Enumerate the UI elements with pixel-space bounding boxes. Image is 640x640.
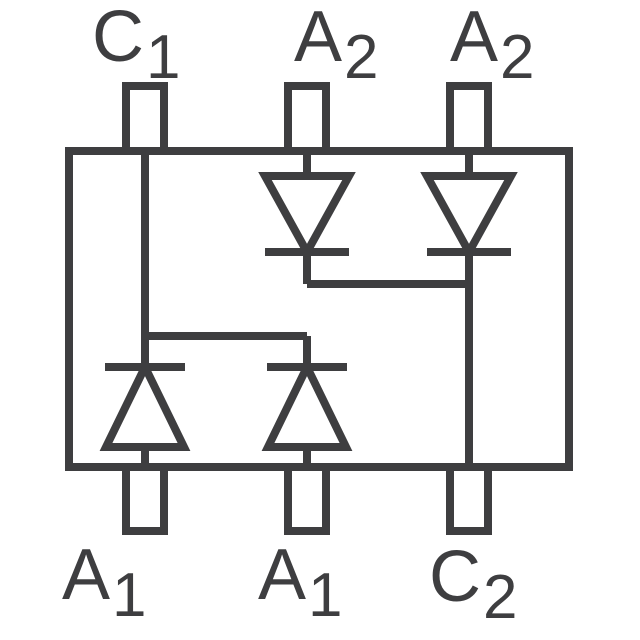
pin-label-a2-right-subscript: 2 bbox=[500, 23, 535, 92]
pin-label-a2-right: A2 bbox=[450, 1, 535, 89]
pin-label-a2-middle: A2 bbox=[294, 1, 379, 89]
pin-label-a1-left: A1 bbox=[62, 539, 147, 627]
pin-label-c2-subscript: 2 bbox=[483, 563, 518, 632]
diode-d3-triangle-icon bbox=[258, 172, 356, 261]
pin-label-a1-middle-letter: A bbox=[258, 535, 307, 615]
diode-d2-triangle-icon bbox=[261, 357, 353, 451]
pin-box-a1-left bbox=[122, 463, 168, 535]
pin-box-a2-middle bbox=[284, 82, 330, 155]
pin-label-a1-middle: A1 bbox=[258, 539, 343, 627]
pin-label-a2-right-letter: A bbox=[450, 0, 499, 77]
pin-box-c1 bbox=[122, 82, 168, 155]
pin-label-a2-middle-subscript: 2 bbox=[344, 23, 379, 92]
pin-label-a1-left-letter: A bbox=[62, 535, 111, 615]
pin-box-c2 bbox=[446, 463, 492, 535]
pin-label-a1-left-subscript: 1 bbox=[112, 561, 147, 630]
pin-label-a2-middle-letter: A bbox=[294, 0, 343, 77]
pin-box-a2-right bbox=[446, 82, 492, 155]
pin-label-c1: C1 bbox=[92, 1, 180, 89]
diode-d4-triangle-icon bbox=[420, 172, 518, 261]
pin-label-c2-letter: C bbox=[429, 537, 481, 617]
pin-label-c1-subscript: 1 bbox=[146, 23, 181, 92]
pin-label-c1-letter: C bbox=[92, 0, 144, 77]
pin-label-a1-middle-subscript: 1 bbox=[308, 561, 343, 630]
diode-d1-triangle-icon bbox=[99, 357, 191, 451]
pin-box-a1-middle bbox=[284, 463, 330, 535]
pin-label-c2: C2 bbox=[429, 541, 517, 629]
